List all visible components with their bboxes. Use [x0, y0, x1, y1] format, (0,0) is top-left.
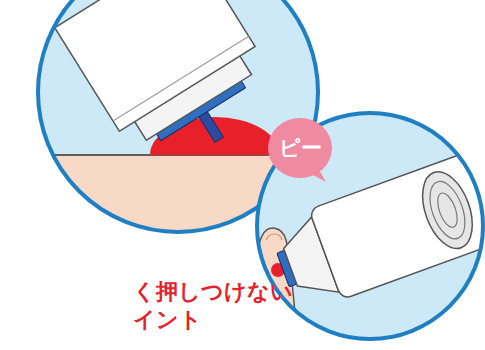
caption-note: イント	[133, 307, 202, 333]
sound-text: ピー	[279, 134, 322, 162]
speech-bubble: ピー	[268, 118, 332, 178]
usage-view	[248, 110, 485, 350]
caption-note: く押しつけない	[133, 279, 293, 305]
